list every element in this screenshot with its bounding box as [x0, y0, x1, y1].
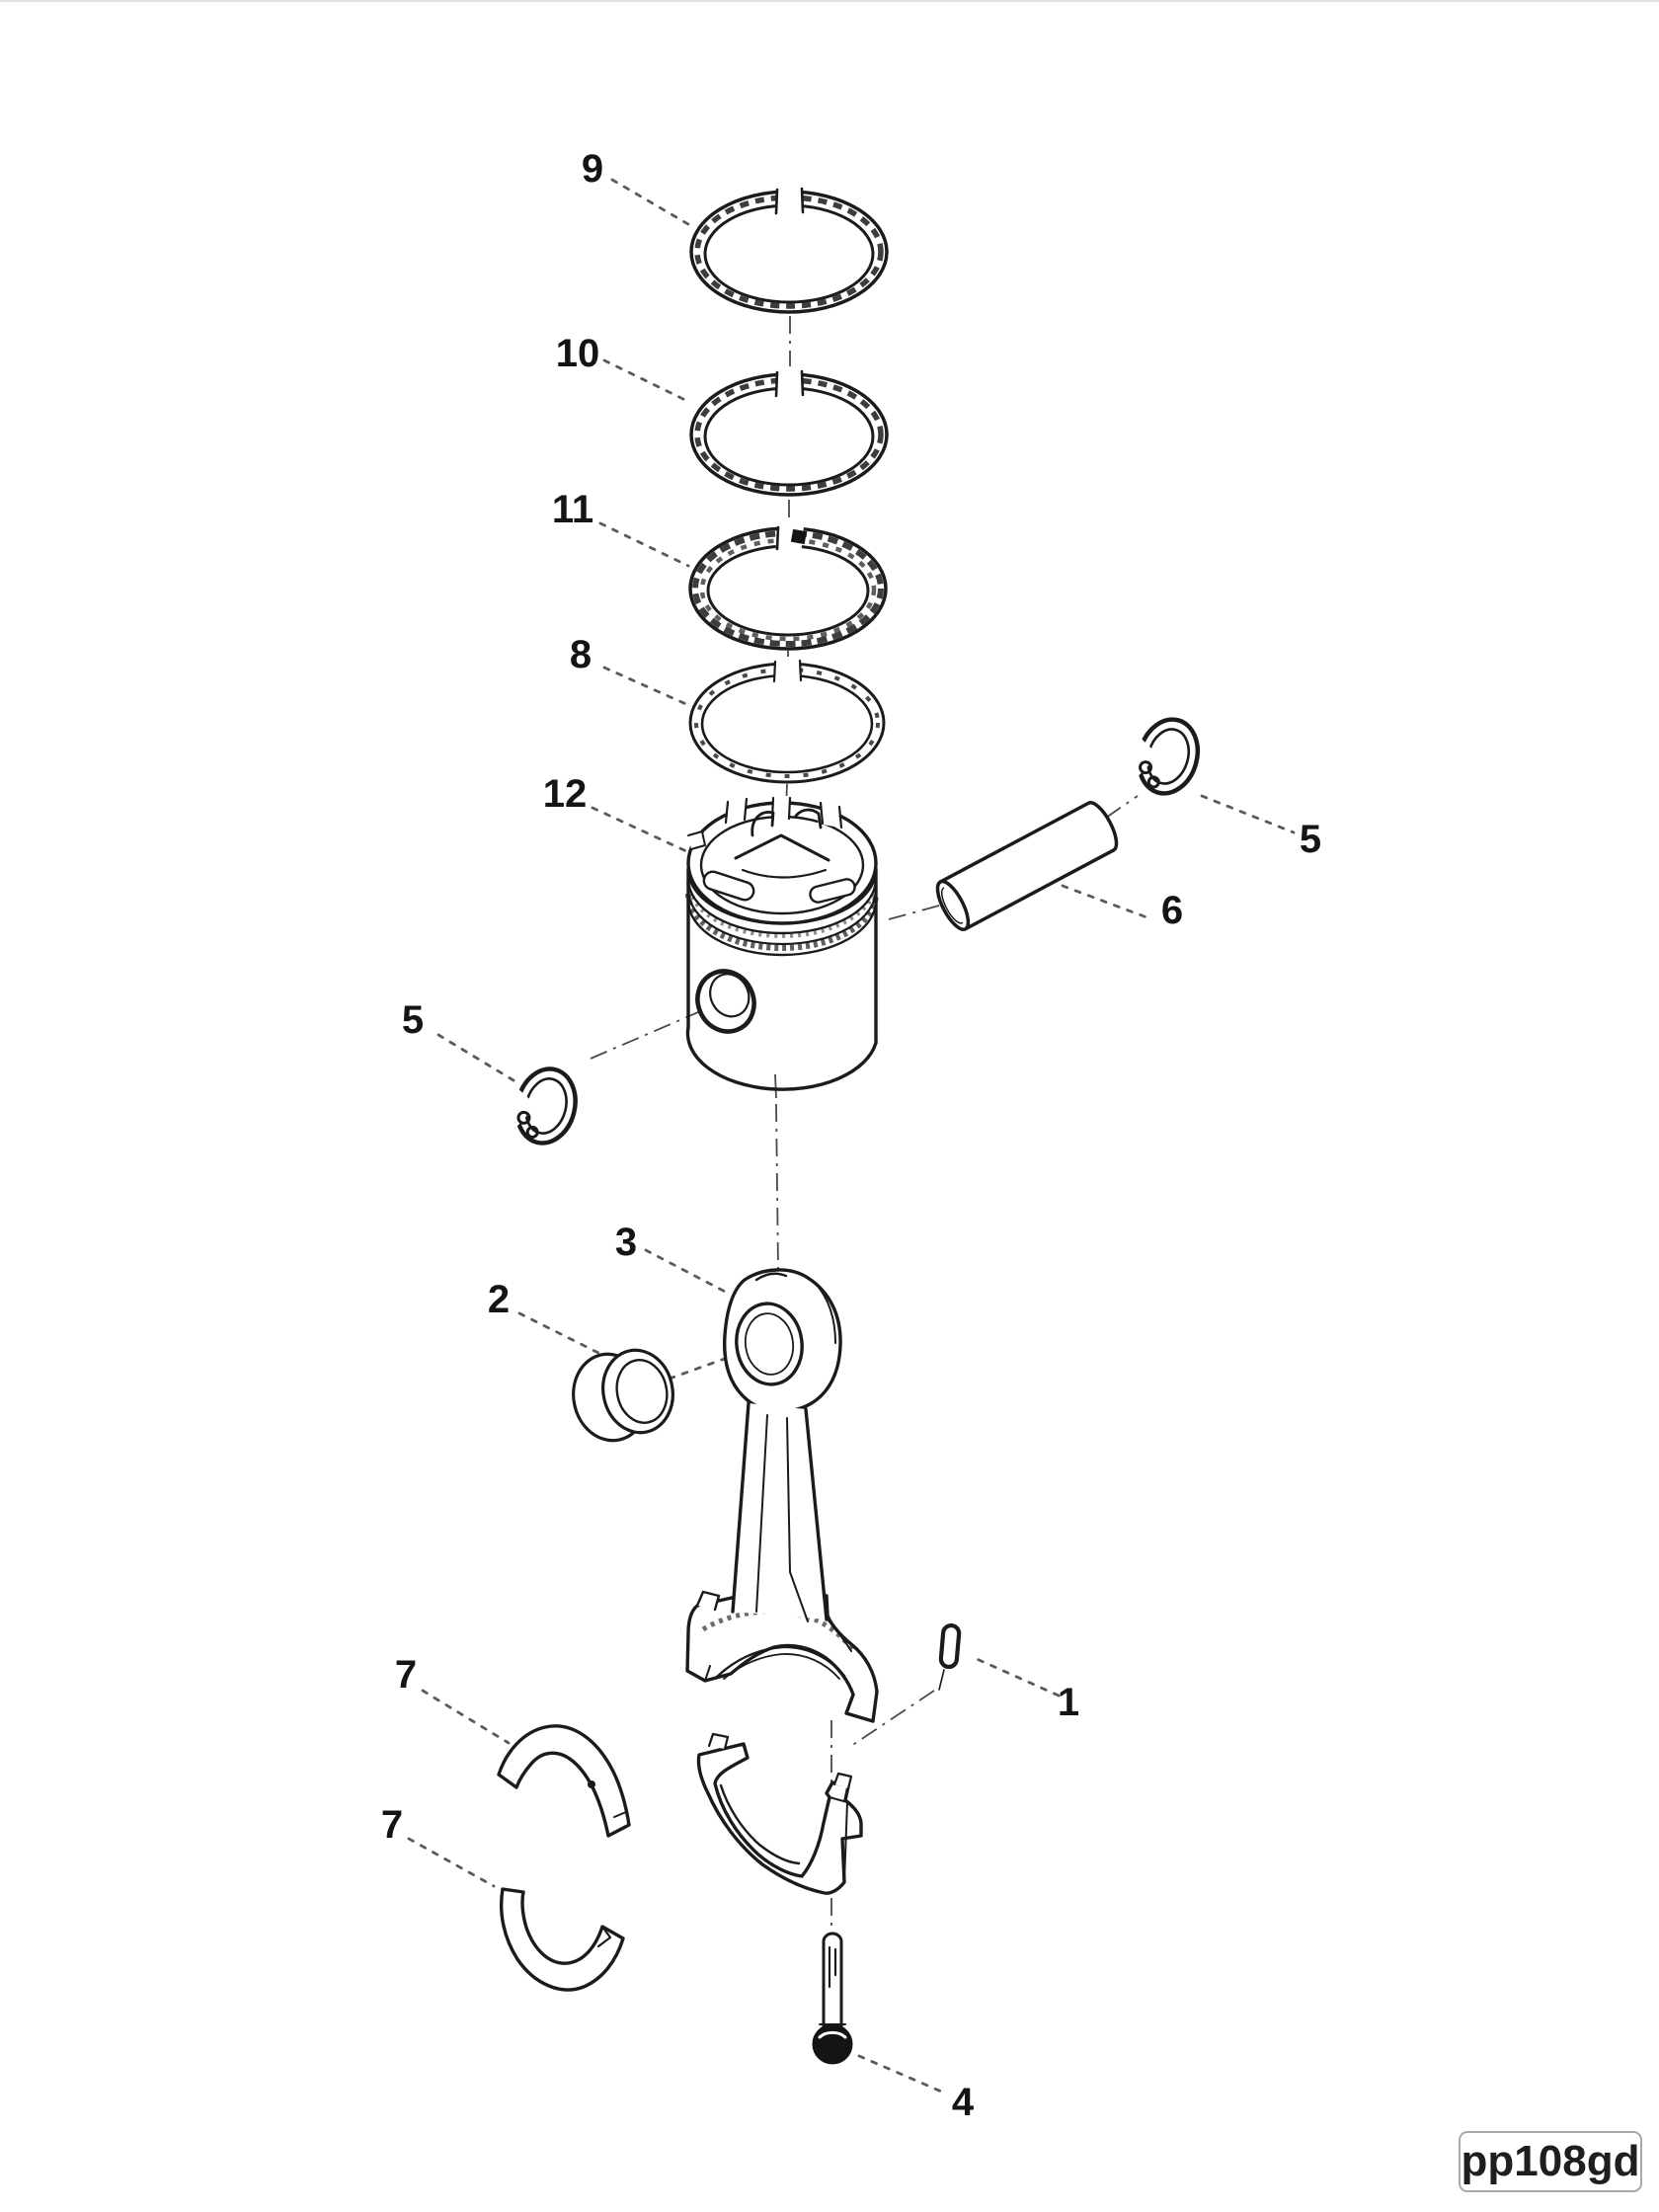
callout-piston: 12 [543, 772, 588, 816]
oil-control-ring [688, 657, 886, 784]
page-top-rule [0, 0, 1659, 2]
piston-pin-bushing [572, 1348, 674, 1443]
callout-retaining-ring-right: 5 [1300, 818, 1321, 861]
piston [685, 796, 879, 1091]
rod-bearing-upper [497, 1724, 631, 1838]
callout-piston-pin: 6 [1161, 889, 1183, 932]
retaining-ring-left [496, 1066, 578, 1146]
top-ring [689, 183, 889, 314]
callout-intermediate-ring: 11 [552, 488, 593, 531]
retaining-ring-right [1118, 717, 1201, 796]
callout-pin-bushing: 2 [488, 1278, 510, 1321]
figure-code-box: pp108gd [1459, 2131, 1642, 2192]
piston-pin [935, 801, 1119, 931]
callout-cap-bolt: 4 [952, 2081, 975, 2124]
figure-code: pp108gd [1461, 2137, 1640, 2185]
connecting-rod [685, 1268, 879, 1723]
rod-bearing-lower [499, 1887, 625, 1992]
callout-leaders [407, 178, 1296, 2095]
callout-oil-control-ring: 8 [570, 633, 592, 676]
dowel-pin [938, 1622, 962, 1691]
second-ring [689, 365, 889, 497]
callout-dowel-pin: 1 [1058, 1681, 1079, 1724]
callout-top-ring: 9 [582, 147, 603, 191]
rod-cap [696, 1732, 863, 1895]
callout-bearing-lower: 7 [381, 1803, 403, 1847]
callout-bearing-upper: 7 [395, 1653, 417, 1697]
intermediate-ring [688, 519, 888, 651]
callout-connecting-rod: 3 [615, 1221, 637, 1264]
rod-cap-bolt [812, 1932, 853, 2065]
callout-retaining-ring-left: 5 [402, 998, 424, 1042]
callout-second-ring: 10 [556, 332, 600, 375]
